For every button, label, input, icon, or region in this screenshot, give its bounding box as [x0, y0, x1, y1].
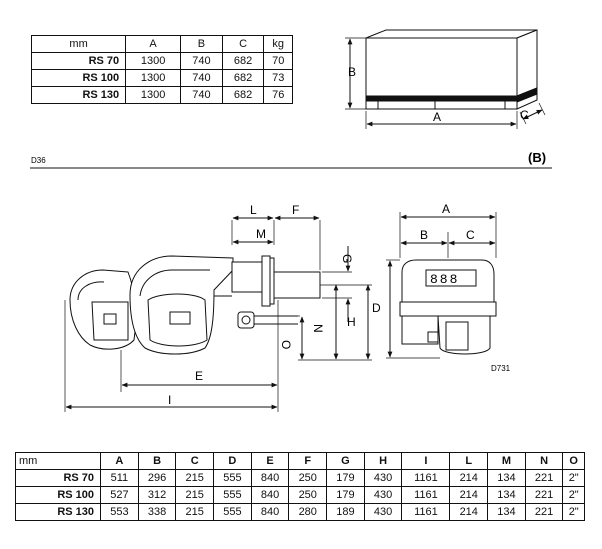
table-cell: 2": [562, 503, 585, 521]
crate-label-c: C: [520, 108, 529, 122]
header-cell: L: [449, 452, 489, 470]
table-row: RS 70 1300 740 682 70: [30, 52, 293, 70]
table-cell: 430: [363, 469, 403, 487]
table-cell: 555: [213, 486, 252, 504]
dim-label-a: A: [442, 202, 450, 216]
table-cell: 555: [213, 503, 252, 521]
header-cell: A: [100, 452, 139, 470]
dim-label-n: N: [311, 324, 325, 333]
table-cell: 430: [363, 503, 403, 521]
table-cell: 179: [326, 469, 365, 487]
dim-label-o: O: [279, 340, 293, 349]
table-cell: 214: [449, 503, 489, 521]
table-cell: 134: [487, 486, 526, 504]
dim-label-b: B: [420, 228, 428, 242]
table-header-row: mm A B C kg: [30, 35, 293, 53]
model-cell: RS 130: [14, 503, 102, 521]
crate-drawing: [345, 29, 546, 129]
dim-label-g: G: [340, 254, 354, 263]
table-cell: 2": [562, 469, 585, 487]
burner-front-view: [386, 212, 497, 359]
table-cell: 250: [288, 486, 328, 504]
table-cell: 338: [137, 503, 177, 521]
table-cell: 221: [524, 503, 564, 521]
table-cell: 1161: [401, 486, 451, 504]
model-cell: RS 130: [30, 86, 127, 104]
table-cell: 134: [487, 503, 526, 521]
dim-label-h: H: [347, 315, 356, 329]
display-digits: 888: [430, 272, 459, 287]
table-cell: 430: [363, 486, 403, 504]
crate-label-a: A: [433, 110, 441, 124]
header-cell: H: [363, 452, 403, 470]
table-cell: 296: [137, 469, 177, 487]
table-cell: 740: [180, 52, 223, 70]
table-cell: 840: [250, 486, 290, 504]
drawing-code-bottom: D731: [491, 364, 511, 373]
table-cell: 215: [175, 503, 215, 521]
dim-label-l: L: [250, 203, 257, 217]
table-cell: 215: [175, 486, 215, 504]
table-row: RS 130 1300 740 682 76: [30, 86, 293, 104]
table-cell: 179: [326, 486, 365, 504]
header-cell: mm: [14, 452, 102, 470]
header-cell: F: [288, 452, 328, 470]
header-cell: N: [524, 452, 564, 470]
burner-side-view: [64, 215, 372, 412]
table-row: RS 100 527 312 215 555 840 250 179 430 1…: [14, 486, 585, 504]
dim-label-e: E: [195, 369, 203, 383]
table-cell: 1300: [125, 52, 182, 70]
dim-label-f: F: [292, 203, 299, 217]
table-cell: 1300: [125, 86, 182, 104]
model-cell: RS 100: [14, 486, 102, 504]
table-cell: 214: [449, 486, 489, 504]
table-cell: 553: [100, 503, 139, 521]
table-cell: 2": [562, 486, 585, 504]
table-cell: 682: [221, 86, 265, 104]
header-cell: C: [175, 452, 215, 470]
dim-label-d: D: [372, 301, 381, 315]
crate-label-b: B: [348, 65, 356, 79]
header-cell: E: [250, 452, 290, 470]
packaging-dimensions-table: mm A B C kg RS 70 1300 740 682 70 RS 100…: [30, 35, 293, 104]
header-cell: D: [213, 452, 252, 470]
table-cell: 511: [100, 469, 139, 487]
table-cell: 840: [250, 503, 290, 521]
header-cell: I: [401, 452, 451, 470]
model-cell: RS 70: [30, 52, 127, 70]
drawing-code-top: D36: [31, 156, 46, 165]
dim-label-c: C: [466, 228, 475, 242]
table-cell: 740: [180, 69, 223, 87]
table-cell: 221: [524, 469, 564, 487]
header-cell: B: [137, 452, 177, 470]
model-cell: RS 70: [14, 469, 102, 487]
table-cell: 1161: [401, 503, 451, 521]
table-cell: 250: [288, 469, 328, 487]
header-cell: G: [326, 452, 365, 470]
section-label: (B): [528, 150, 546, 165]
table-cell: 221: [524, 486, 564, 504]
table-cell: 840: [250, 469, 290, 487]
table-cell: 73: [263, 69, 293, 87]
table-cell: 1161: [401, 469, 451, 487]
table-row: RS 70 511 296 215 555 840 250 179 430 11…: [14, 469, 585, 487]
table-cell: 189: [326, 503, 365, 521]
table-cell: 214: [449, 469, 489, 487]
table-cell: 215: [175, 469, 215, 487]
dim-label-m: M: [256, 227, 266, 241]
table-cell: 555: [213, 469, 252, 487]
table-header-row: mm A B C D E F G H I L M N O: [14, 452, 585, 470]
header-cell: O: [562, 452, 585, 470]
table-cell: 76: [263, 86, 293, 104]
table-cell: 312: [137, 486, 177, 504]
table-row: RS 130 553 338 215 555 840 280 189 430 1…: [14, 503, 585, 521]
table-cell: 134: [487, 469, 526, 487]
header-cell: M: [487, 452, 526, 470]
table-cell: 70: [263, 52, 293, 70]
dim-label-i: I: [168, 393, 171, 407]
burner-dimensions-table: mm A B C D E F G H I L M N O RS 70 511 2…: [14, 452, 585, 521]
table-cell: 527: [100, 486, 139, 504]
table-cell: 280: [288, 503, 328, 521]
